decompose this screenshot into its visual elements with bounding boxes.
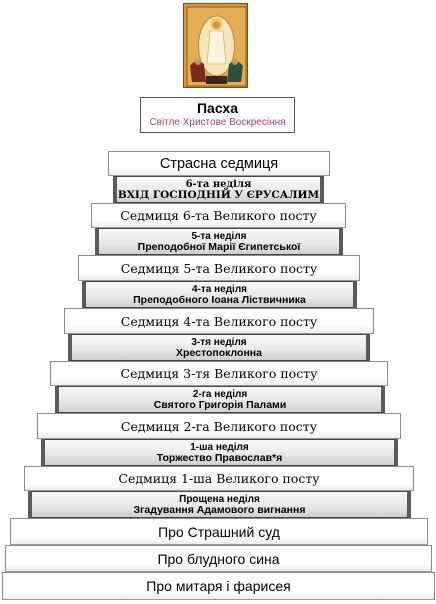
step-forgiveness-sunday-title: Прощена неділя — [179, 493, 260, 505]
step-forgiveness-sunday-name: Згадування Адамового вигнання — [133, 503, 306, 516]
step-sunday-5: 5-та неділя Преподобної Марії Єгипетсько… — [95, 228, 343, 255]
resurrection-icon — [183, 3, 248, 88]
step-sunday-5-number: 5-та неділя — [191, 230, 247, 242]
page-title: Пасха — [196, 100, 239, 116]
step-sunday-2-name: Святого Григорія Палами — [153, 398, 287, 411]
step-week-2: Седмиця 2-га Великого посту — [37, 413, 401, 439]
step-sunday-4-number: 4-та неділя — [191, 283, 248, 295]
step-week-3: Седмиця 3-тя Великого посту — [50, 361, 388, 386]
step-publican-pharisee: Про митаря і фарисея — [2, 572, 435, 600]
step-sunday-6-name: ВХІД ГОСПОДНІЙ У ЄРУСАЛИМ — [117, 188, 320, 201]
step-week-1: Седмиця 1-ша Великого посту — [24, 466, 414, 491]
step-sunday-1-name: Торжество Православ*я — [156, 451, 283, 464]
resurrection-icon-image — [184, 4, 247, 87]
step-sunday-6-number: 6-та неділя — [185, 178, 252, 190]
step-holy-week: Страсна седмиця — [108, 151, 330, 176]
step-sunday-2-number: 2-га неділя — [192, 388, 248, 400]
step-sunday-3-number: 3-тя неділя — [191, 336, 247, 348]
step-sunday-2: 2-га неділя Святого Григорія Палами — [55, 386, 385, 413]
step-sunday-4: 4-та неділя Преподобного Іоана Ліствични… — [82, 281, 357, 308]
step-last-judgment: Про Страшний суд — [10, 518, 428, 545]
step-sunday-1-number: 1-ша неділя — [190, 441, 249, 453]
step-sunday-1: 1-ша неділя Торжество Православ*я — [41, 439, 398, 466]
step-sunday-4-name: Преподобного Іоана Ліствичника — [133, 293, 306, 306]
step-sunday-6: 6-та неділя ВХІД ГОСПОДНІЙ У ЄРУСАЛИМ — [113, 176, 324, 203]
step-sunday-5-name: Преподобної Марії Єгипетської — [137, 240, 301, 253]
step-sunday-3-name: Хрестопоклонна — [176, 346, 262, 359]
step-week-4: Седмиця 4-та Великого посту — [64, 308, 374, 334]
step-forgiveness-sunday: Прощена неділя Згадування Адамового вигн… — [28, 491, 411, 518]
page-subtitle: Світле Христове Воскресіння — [149, 117, 286, 128]
step-week-5: Седмиця 5-та Великого посту — [78, 255, 360, 281]
step-week-6: Седмиця 6-та Великого посту — [91, 203, 346, 228]
step-prodigal-son: Про блудного сина — [5, 545, 432, 572]
pascha-title-box: Пасха Світле Христове Воскресіння — [140, 97, 295, 133]
step-sunday-3: 3-тя неділя Хрестопоклонна — [68, 334, 370, 361]
